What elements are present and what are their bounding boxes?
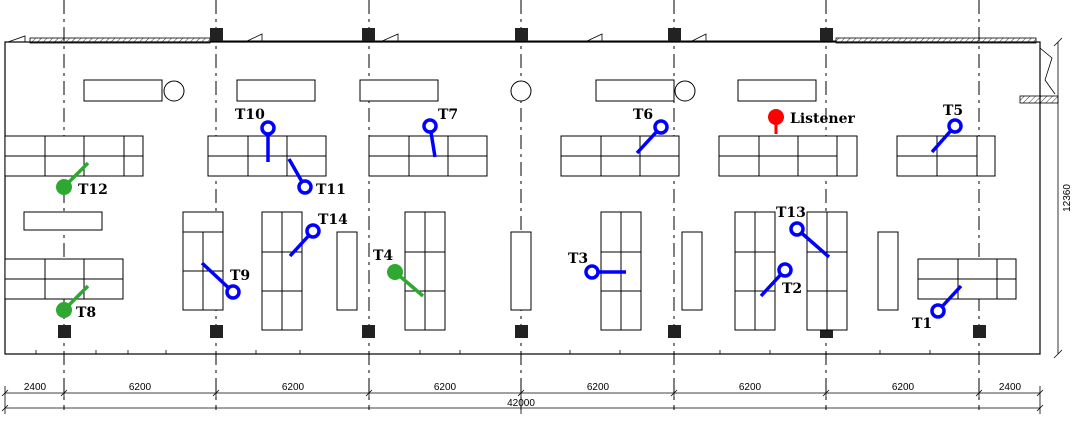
- column: [362, 325, 375, 338]
- column: [210, 325, 223, 338]
- talker-label: T8: [76, 305, 96, 321]
- talker-t3: [584, 264, 626, 280]
- talker-t2: [759, 262, 793, 298]
- cabinet: [83, 79, 163, 102]
- talker-label: T14: [318, 212, 348, 228]
- talkers: [56, 118, 963, 319]
- talker-label: T5: [943, 103, 963, 119]
- cabinet: [737, 79, 817, 102]
- talker-t12: [56, 161, 90, 195]
- column: [58, 325, 71, 338]
- bay-dimension: 6200: [282, 382, 305, 393]
- talker-label: T6: [633, 107, 653, 123]
- cabinet: [236, 79, 316, 102]
- table: [336, 231, 358, 311]
- column: [362, 28, 375, 41]
- bay-dimension: 2400: [999, 382, 1022, 393]
- dimension-chain: 2400 6200 6200 6200 6200 6200 6200 2400 …: [1, 382, 1044, 414]
- talker-t11: [287, 158, 313, 195]
- talker-labels: T1 T2 T3 T4 T5 T6 T7 T8 T9 T10 T11 T12 T…: [76, 103, 963, 332]
- talker-t6: [635, 119, 669, 155]
- cabinet: [595, 79, 675, 102]
- talker-label: T9: [230, 268, 250, 284]
- talker-label: T13: [776, 205, 806, 221]
- talker-t10: [260, 120, 276, 162]
- column: [515, 28, 528, 41]
- bay-dimension: 6200: [129, 382, 152, 393]
- total-dimension: 42000: [507, 398, 535, 409]
- table: [877, 231, 899, 311]
- furniture: [4, 79, 1017, 331]
- talker-label: T4: [373, 248, 393, 264]
- listener-label: Listener: [790, 111, 856, 127]
- column: [820, 28, 833, 41]
- table: [681, 231, 703, 311]
- depth-label: 12360: [1062, 184, 1072, 212]
- talker-t5: [930, 118, 963, 154]
- listener-marker: Listener: [768, 109, 856, 134]
- talker-t7: [422, 118, 438, 158]
- talker-label: T12: [78, 182, 108, 198]
- cabinet: [359, 79, 439, 102]
- bay-dimension: 2400: [24, 382, 47, 393]
- column: [668, 28, 681, 41]
- talker-label: T11: [316, 182, 346, 198]
- talker-label: T3: [568, 251, 588, 267]
- round-table: [674, 80, 696, 102]
- round-table: [163, 80, 185, 102]
- columns: [58, 28, 986, 338]
- grid-axes: [63, 0, 980, 410]
- talker-t4: [387, 264, 425, 298]
- table: [510, 231, 532, 311]
- bay-dimension: 6200: [892, 382, 915, 393]
- talker-t9: [200, 261, 241, 300]
- talker-label: T7: [438, 107, 458, 123]
- round-table: [510, 80, 532, 102]
- bay-dimension: 6200: [587, 382, 610, 393]
- talker-t14: [288, 223, 321, 258]
- talker-t1: [930, 284, 963, 319]
- talker-label: T1: [912, 316, 932, 332]
- column: [668, 325, 681, 338]
- bay-dimension: 6200: [434, 382, 457, 393]
- depth-dimension: 12360: [1053, 37, 1072, 359]
- talker-t8: [56, 284, 90, 318]
- talker-label: T2: [782, 281, 802, 297]
- table: [23, 211, 103, 231]
- column: [515, 325, 528, 338]
- column: [973, 325, 986, 338]
- talker-label: T10: [235, 107, 265, 123]
- talker-t13: [789, 221, 831, 259]
- column: [210, 28, 223, 41]
- bay-dimension: 6200: [739, 382, 762, 393]
